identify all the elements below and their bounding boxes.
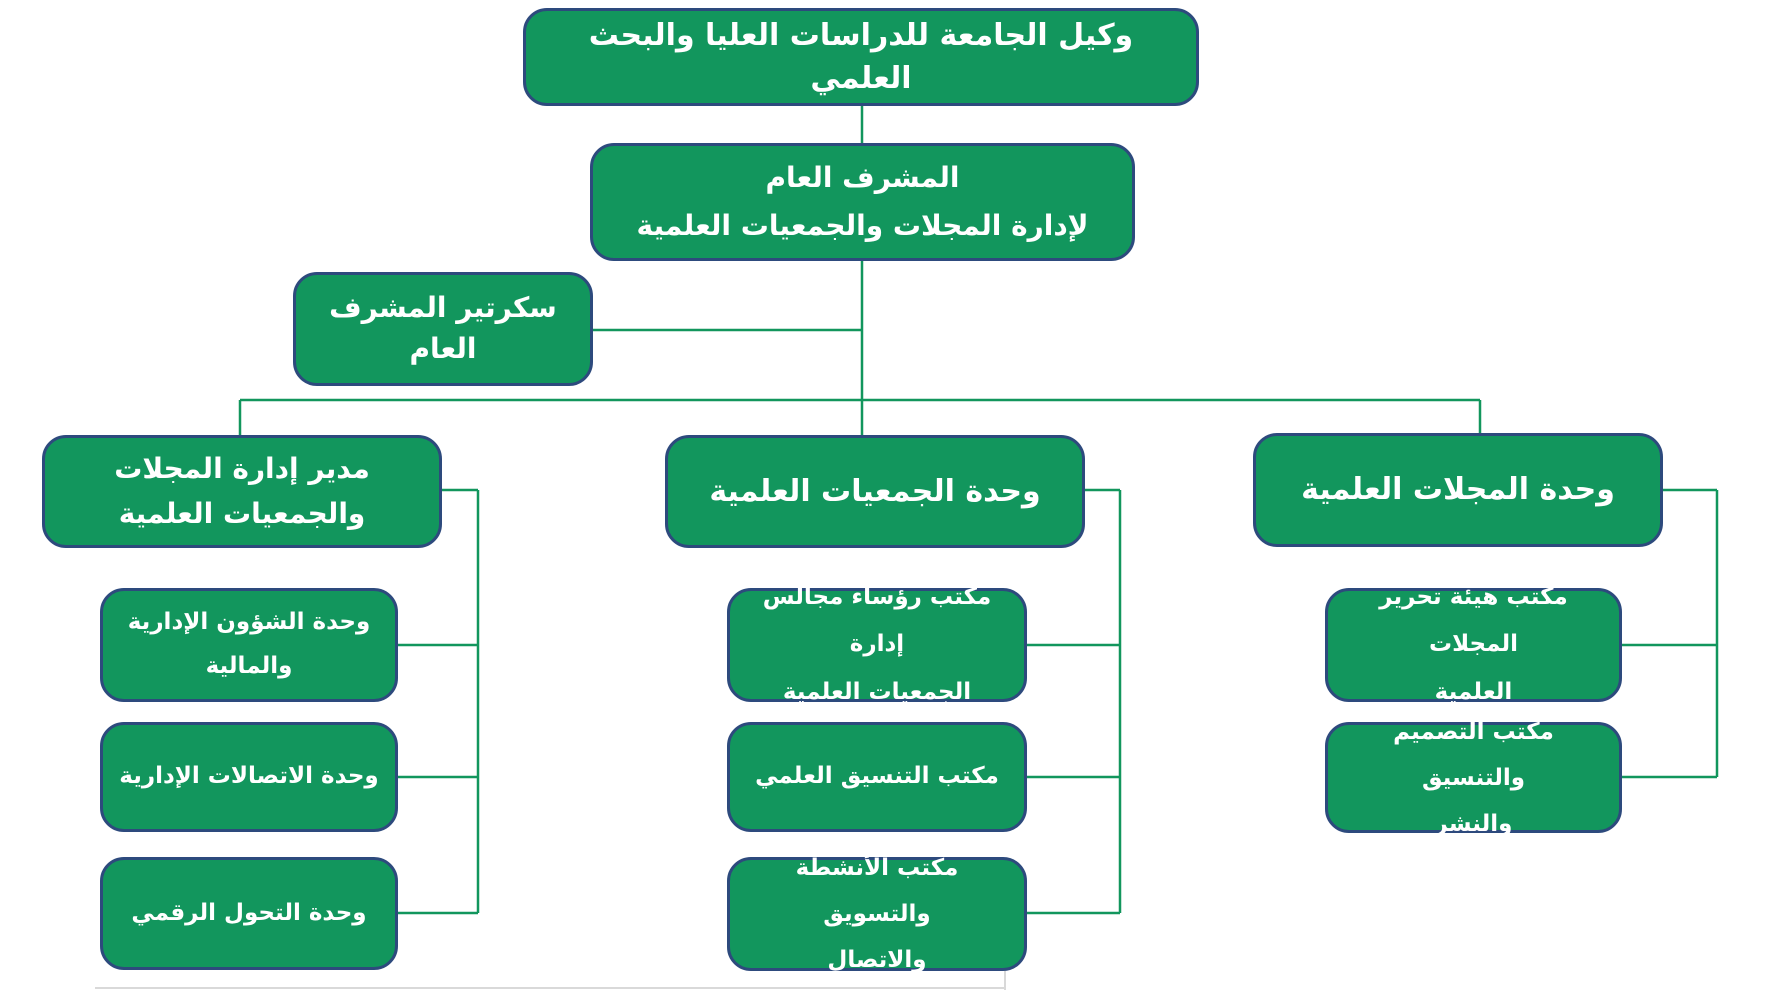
node-label-line2: والمالية xyxy=(205,653,293,679)
node-label-line2: لإدارة المجلات والجمعيات العلمية xyxy=(636,209,1089,242)
node-boards-chairmen-office: مكتب رؤساء مجالس إدارة الجمعيات العلمية xyxy=(727,584,1027,705)
node-vice-rector: وكيل الجامعة للدراسات العليا والبحث العل… xyxy=(523,8,1199,106)
node-label-line1: مدير إدارة المجلات xyxy=(114,451,370,485)
node-label-line2: العلمية xyxy=(1434,678,1513,705)
node-label-line1: مكتب الأنشطة والتسويق xyxy=(795,855,959,927)
node-secretary: سكرتير المشرف العام xyxy=(293,272,593,386)
node-journals-unit: وحدة المجلات العلمية xyxy=(1253,433,1663,547)
node-label-line2: والنشر xyxy=(1434,810,1513,837)
node-label-line1: مكتب التصميم والتنسيق xyxy=(1393,718,1554,791)
node-label: مكتب التنسيق العلمي xyxy=(755,763,999,790)
node-label: وحدة الاتصالات الإدارية xyxy=(119,763,379,790)
node-admin-comms-unit: وحدة الاتصالات الإدارية xyxy=(100,722,398,832)
node-design-publishing-office: مكتب التصميم والتنسيق والنشر xyxy=(1325,719,1622,837)
node-label-line1: وحدة الشؤون الإدارية xyxy=(127,609,371,636)
node-label-line2: الجمعيات العلمية xyxy=(782,678,972,705)
node-digital-transformation-unit: وحدة التحول الرقمي xyxy=(100,857,398,970)
node-label: وحدة التحول الرقمي xyxy=(131,899,367,926)
node-label: وكيل الجامعة للدراسات العليا والبحث العل… xyxy=(588,17,1134,97)
node-label-line1: مكتب هيئة تحرير المجلات xyxy=(1379,584,1568,658)
node-director: مدير إدارة المجلات والجمعيات العلمية xyxy=(42,435,442,548)
node-societies-unit: وحدة الجمعيات العلمية xyxy=(665,435,1085,548)
node-activities-marketing-office: مكتب الأنشطة والتسويق والاتصال xyxy=(727,855,1027,973)
node-admin-financial-unit: وحدة الشؤون الإدارية والمالية xyxy=(100,588,398,702)
node-label: سكرتير المشرف العام xyxy=(329,291,557,365)
node-general-supervisor: المشرف العام لإدارة المجلات والجمعيات ال… xyxy=(590,143,1135,261)
node-label-line1: المشرف العام xyxy=(765,160,960,194)
node-label-line1: مكتب رؤساء مجالس إدارة xyxy=(762,584,992,658)
node-label: وحدة المجلات العلمية xyxy=(1301,472,1615,508)
node-label: وحدة الجمعيات العلمية xyxy=(709,473,1041,509)
node-label-line2: والاتصال xyxy=(827,947,927,973)
node-label-line2: والجمعيات العلمية xyxy=(118,496,366,530)
node-scientific-coordination-office: مكتب التنسيق العلمي xyxy=(727,722,1027,832)
node-editorial-board-office: مكتب هيئة تحرير المجلات العلمية xyxy=(1325,584,1622,705)
